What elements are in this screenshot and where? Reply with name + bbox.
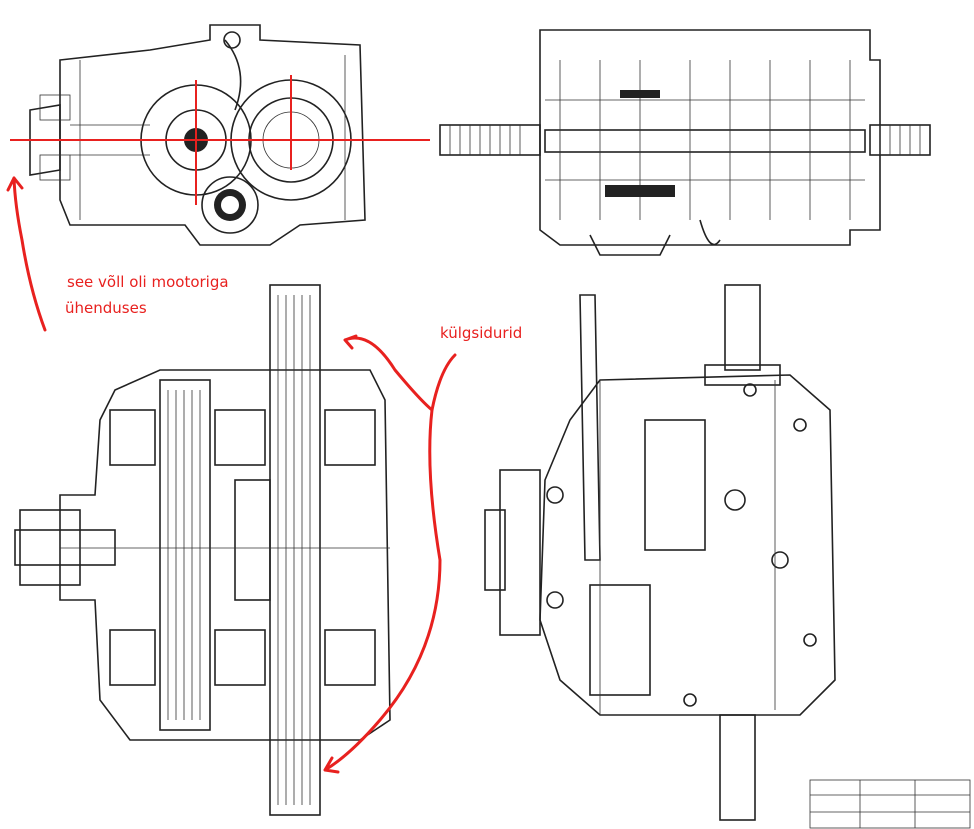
red-annotation-marks — [6, 75, 457, 774]
title-block — [809, 779, 971, 829]
curved-arrow-side-clutches — [323, 334, 442, 774]
input-shaft-note-line1: see võll oli mootoriga — [67, 273, 229, 291]
longitudinal-section-view — [439, 29, 931, 256]
plan-section-view — [14, 284, 391, 816]
side-clutches-note: külgsidurid — [440, 324, 523, 342]
curved-arrow-input-shaft — [6, 176, 47, 332]
input-shaft-note-line2: ühenduses — [65, 299, 147, 317]
exterior-view — [484, 284, 836, 821]
end-section-view — [29, 24, 366, 246]
